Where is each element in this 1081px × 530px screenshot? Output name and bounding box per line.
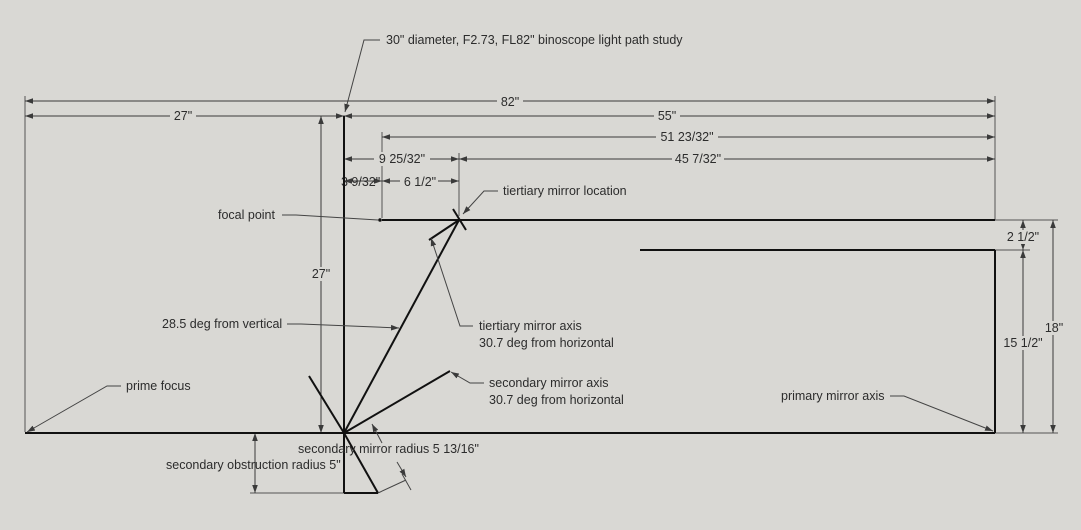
dimension-55-label: 55" [658, 109, 676, 123]
primary-axis-leader [890, 395, 994, 432]
dimension-82-label-bg [497, 94, 523, 108]
dimension-45-7-32-label: 45 7/32" [675, 152, 721, 166]
dimension-51-23-32-label-bg [656, 130, 718, 144]
secondary-mirror-normal [343, 370, 451, 434]
tertiary-mirror-normal [428, 219, 460, 241]
dimension-6-1-2-label-bg [400, 175, 438, 189]
tertiary-axis-leader [430, 237, 473, 327]
dimension-55-label-bg [654, 109, 680, 123]
secondary-radius-tick [377, 479, 407, 494]
dimension-2-1-2-label: 2 1/2" [1007, 230, 1039, 244]
title-leader-line [344, 39, 380, 113]
secondary-mirror-edge [343, 432, 379, 494]
dimension-27-horizontal-label-bg [170, 109, 196, 123]
dimension-45-7-32-label-bg [672, 152, 724, 166]
secondary-axis-leader [450, 371, 484, 384]
dimension-82-label: 82" [501, 95, 519, 109]
tertiary-axis-label-line2: 30.7 deg from horizontal [479, 336, 614, 350]
secondary-radius-end-tick [401, 473, 412, 491]
diagram-title: 30" diameter, F2.73, FL82" binoscope lig… [386, 33, 683, 47]
prime-focus-label: prime focus [126, 379, 191, 393]
tertiary-location-label: tiertiary mirror location [503, 184, 627, 198]
secondary-radius-label: secondary mirror radius 5 13/16" [298, 442, 479, 456]
tertiary-axis-label-line1: tiertiary mirror axis [479, 319, 582, 333]
dimension-6-1-2-label: 6 1/2" [404, 175, 436, 189]
dimension-51-23-32-label: 51 23/32" [660, 130, 713, 144]
secondary-axis-label-line1: secondary mirror axis [489, 376, 608, 390]
dimension-15-1-2-label-bg [1001, 336, 1045, 350]
secondary-radius-leader-up [371, 423, 383, 444]
dimension-9-25-32-label-bg [374, 152, 430, 166]
secondary-radius-leader-down [396, 461, 407, 478]
dimension-3-9-32-label: 3 9/32" [341, 175, 380, 189]
dimension-27-horizontal-label: 27" [174, 109, 192, 123]
dimension-15-1-2-label: 15 1/2" [1003, 336, 1042, 350]
dimension-27-vertical-label: 27" [312, 267, 330, 281]
obstruction-radius-label: secondary obstruction radius 5" [166, 458, 341, 472]
dimension-18-label-bg [1042, 321, 1066, 335]
dimension-9-25-32-label: 9 25/32" [379, 152, 425, 166]
focal-point-leader [282, 214, 379, 221]
focal-point-dot [378, 218, 382, 222]
dimension-27-vertical-label-bg [308, 267, 334, 281]
tertiary-mirror-face [452, 208, 467, 231]
angle-leader [287, 323, 400, 331]
focal-point-label: focal point [218, 208, 276, 222]
angle-from-vertical-label: 28.5 deg from vertical [162, 317, 282, 331]
reflected-light-path [343, 219, 460, 434]
dimension-18-label: 18" [1045, 321, 1063, 335]
tertiary-location-leader [462, 190, 498, 215]
secondary-axis-label-line2: 30.7 deg from horizontal [489, 393, 624, 407]
primary-axis-label: primary mirror axis [781, 389, 884, 403]
dimension-2-1-2-label-bg [1004, 230, 1042, 244]
prime-focus-leader [26, 385, 121, 433]
secondary-mirror-face [308, 375, 345, 434]
